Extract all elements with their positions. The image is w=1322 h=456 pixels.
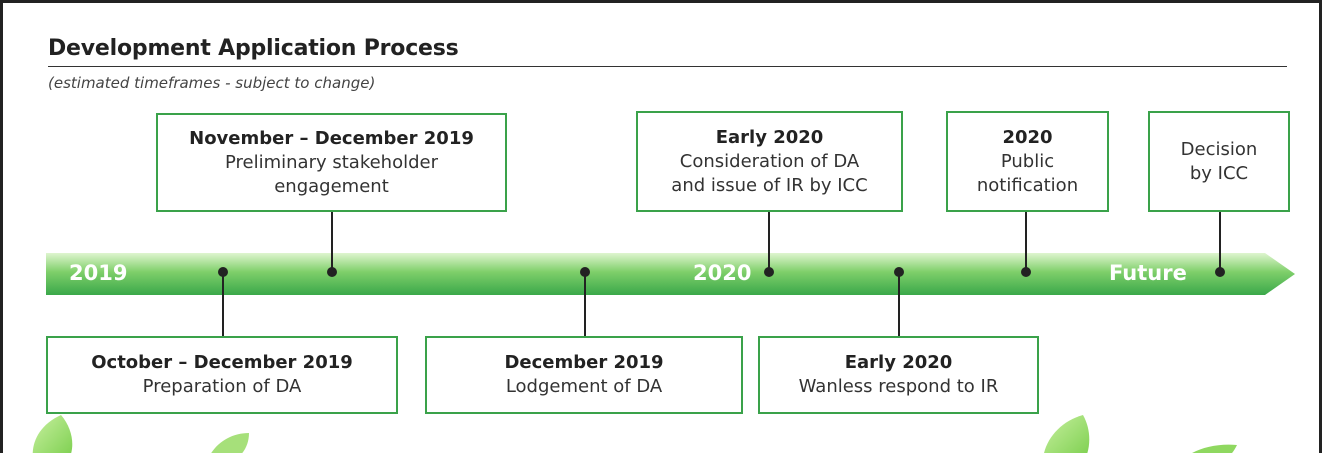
milestone-box-stakeholder-engagement: November – December 2019 Preliminary sta… — [156, 113, 507, 212]
timeline-label-2020: 2020 — [693, 261, 752, 285]
milestone-box-preparation-of-da: October – December 2019 Preparation of D… — [46, 336, 398, 414]
milestone-description: Preliminary stakeholder engagement — [224, 151, 438, 197]
milestone-box-public-notification: 2020 Public notification — [946, 111, 1109, 212]
leaf-icon — [1192, 444, 1237, 453]
milestone-description: Public notification — [976, 150, 1079, 196]
milestone-date: December 2019 — [504, 352, 664, 373]
diagram-subtitle: (estimated timeframes - subject to chang… — [48, 74, 376, 92]
milestone-box-decision-by-icc: Decision by ICC — [1148, 111, 1290, 212]
timeline-label-2019: 2019 — [69, 261, 128, 285]
connector-stem — [1219, 210, 1221, 272]
timeline-dot — [1215, 267, 1225, 277]
timeline-dot — [1021, 267, 1031, 277]
leaf-icon — [1044, 415, 1090, 453]
milestone-date: Early 2020 — [715, 126, 824, 148]
connector-stem — [898, 272, 900, 336]
milestone-description: Decision by ICC — [1180, 138, 1258, 184]
leaf-decoration — [32, 415, 1237, 453]
milestone-box-consideration-of-da: Early 2020 Consideration of DA and issue… — [636, 111, 903, 212]
milestone-description: Lodgement of DA — [505, 376, 663, 397]
milestone-date: October – December 2019 — [91, 352, 353, 373]
connector-stem — [222, 272, 224, 336]
connector-stem — [331, 212, 333, 272]
milestone-date: Early 2020 — [844, 352, 953, 373]
connector-stem — [1025, 210, 1027, 272]
milestone-box-wanless-respond: Early 2020 Wanless respond to IR — [758, 336, 1039, 414]
connector-stem — [768, 210, 770, 272]
milestone-description: Wanless respond to IR — [798, 376, 999, 397]
diagram-title: Development Application Process — [48, 36, 459, 61]
timeline-dot — [327, 267, 337, 277]
connector-stem — [584, 272, 586, 336]
milestone-description: Consideration of DA and issue of IR by I… — [671, 150, 868, 196]
title-divider — [48, 66, 1287, 67]
timeline-label-future: Future — [1109, 261, 1187, 285]
milestone-box-lodgement-of-da: December 2019 Lodgement of DA — [425, 336, 743, 414]
leaf-icon — [211, 433, 249, 453]
timeline-dot — [764, 267, 774, 277]
timeline-bar — [46, 253, 1295, 295]
timeline-arrow — [46, 253, 1295, 295]
milestone-date: 2020 — [1002, 126, 1053, 148]
leaf-icon — [32, 415, 73, 453]
milestone-date: November – December 2019 — [189, 127, 474, 149]
milestone-description: Preparation of DA — [142, 376, 302, 397]
